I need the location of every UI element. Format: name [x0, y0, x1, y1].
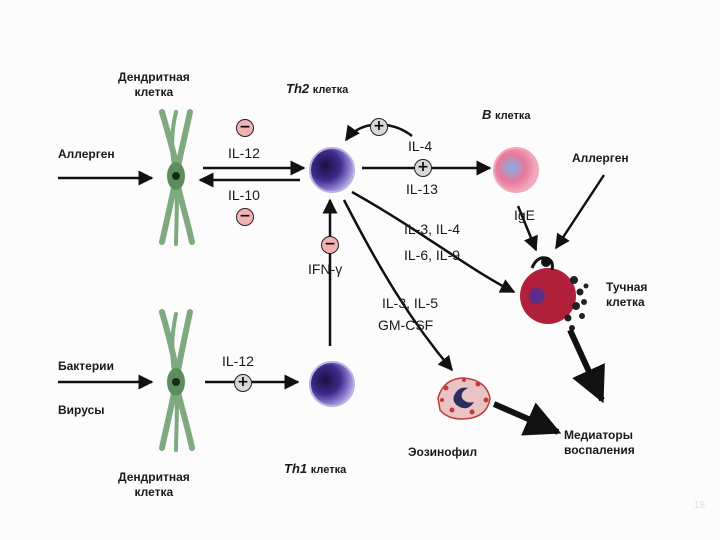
- il12-top-label: IL-12: [228, 145, 260, 161]
- eosinophil-label: Эозинофил: [408, 445, 478, 459]
- mediators-label: Медиаторы воспаления: [564, 428, 635, 457]
- il4-label: IL-4: [408, 138, 433, 154]
- plus-sign-il4-il13: +: [414, 159, 432, 177]
- dendritic-cell-top: [159, 109, 195, 246]
- b-cell: [493, 147, 539, 193]
- gm-csf-label: GM-CSF: [378, 317, 434, 333]
- b-word: клетка: [495, 110, 531, 122]
- th2-name: Th2: [286, 81, 310, 96]
- page-number: 18: [694, 500, 706, 511]
- dendritic-cell-top-label: Дендритная клетка: [118, 70, 190, 99]
- il10-label: IL-10: [228, 187, 260, 203]
- minus-sign-il10: −: [236, 208, 254, 226]
- th1-name: Th1: [284, 461, 308, 476]
- minus-sign-il12: −: [236, 119, 254, 137]
- th1-word: клетка: [310, 464, 347, 476]
- minus-sign-ifn: −: [321, 236, 339, 254]
- plus-sign-il12-bottom: +: [234, 374, 252, 392]
- il6-il9-label: IL-6, IL-9: [404, 247, 461, 263]
- il12-bottom-label: IL-12: [222, 353, 254, 369]
- plus-sign-th2-loop: +: [370, 118, 388, 136]
- mast-cell-label: Тучная клетка: [606, 280, 648, 309]
- eosinophil-cell: [437, 377, 491, 420]
- th2-cell-label: Th2 клетка: [286, 82, 348, 96]
- bacteria-label: Бактерии: [58, 359, 114, 373]
- th2-word: клетка: [312, 84, 349, 96]
- dendritic-cell-bottom: [159, 309, 195, 452]
- il13-label: IL-13: [406, 181, 438, 197]
- th1-cell-label: Th1 клетка: [284, 462, 346, 476]
- th2-cell: [309, 147, 355, 193]
- b-cell-label: B клетка: [482, 108, 530, 122]
- il3-il5-label: IL-3, IL-5: [382, 295, 439, 311]
- b-name: B: [482, 107, 492, 122]
- ifn-gamma-label: IFN-γ: [308, 261, 343, 277]
- th1-cell: [309, 361, 355, 407]
- il3-il4-label: IL-3, IL-4: [404, 221, 461, 237]
- allergen-right-label: Аллерген: [572, 151, 629, 165]
- ige-label: IgE: [514, 207, 536, 223]
- dendritic-cell-bottom-label: Дендритная клетка: [118, 470, 190, 499]
- mast-cell: [520, 256, 589, 331]
- viruses-label: Вирусы: [58, 403, 105, 417]
- allergen-left-label: Аллерген: [58, 147, 115, 161]
